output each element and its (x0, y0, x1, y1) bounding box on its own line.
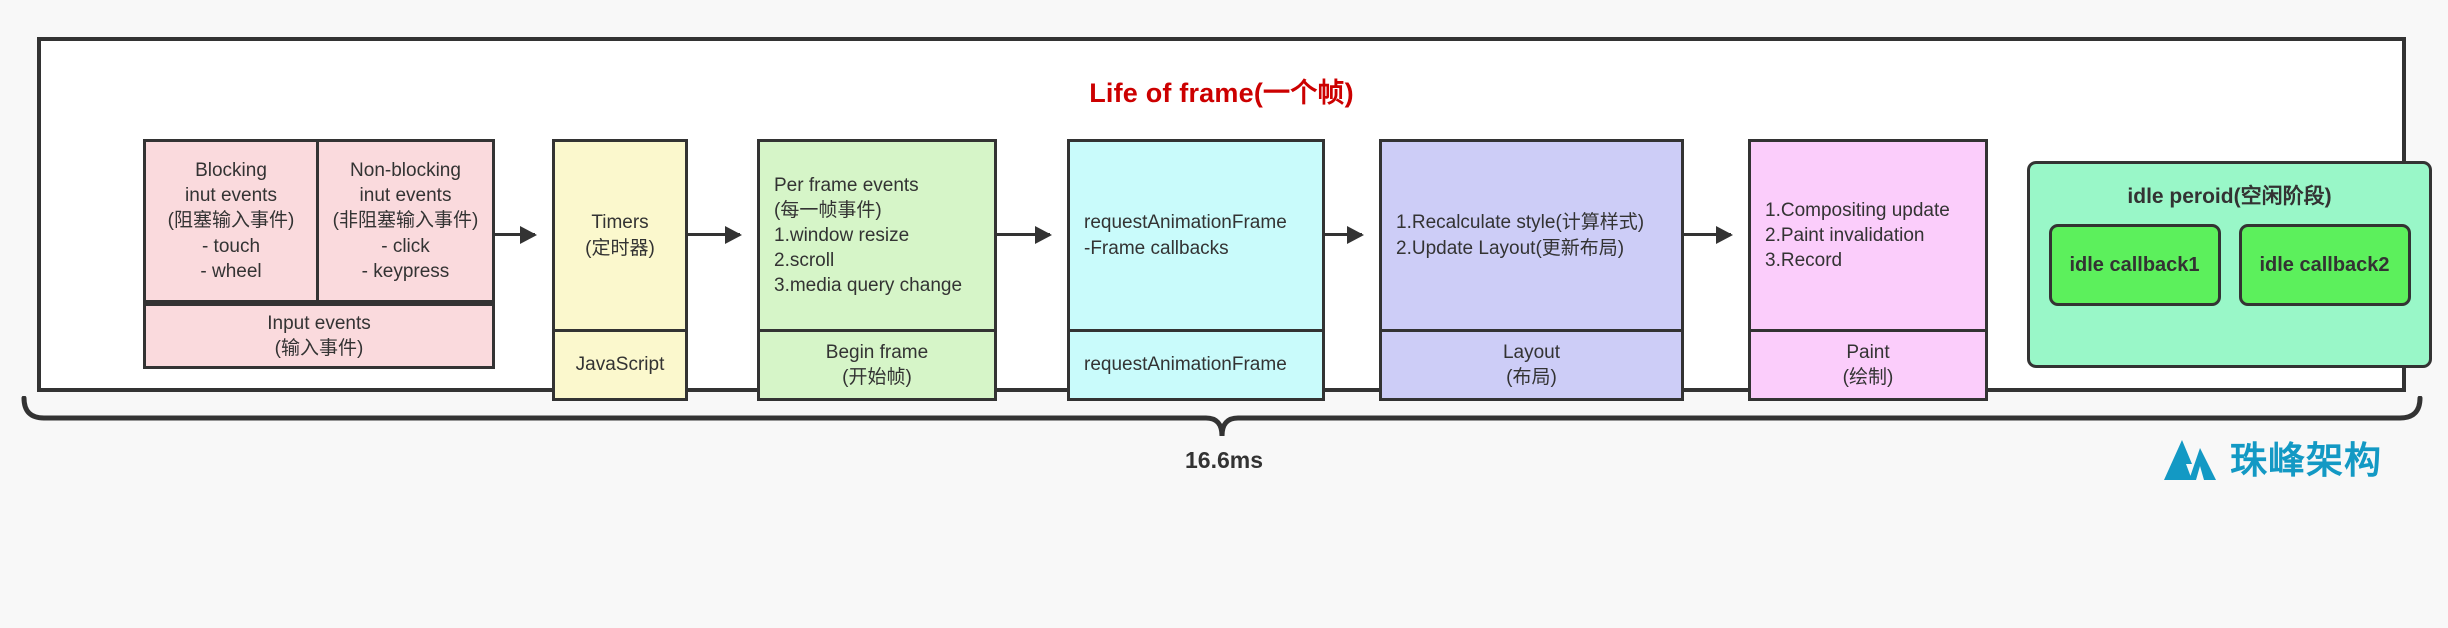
begin-frame-label: Begin frame (开始帧) (825, 341, 929, 388)
page-title: Life of frame(一个帧) (1089, 78, 1354, 108)
stage-request-animation-frame[interactable]: requestAnimationFrame -Frame callbacks r… (1067, 139, 1325, 401)
paint-footer-cell: Paint (绘制) (1751, 332, 1985, 398)
stage-idle-period[interactable]: idle peroid(空闲阶段) idle callback1 idle ca… (2027, 161, 2432, 368)
layout-top-cell: 1.Recalculate style(计算样式) 2.Update Layou… (1382, 142, 1681, 329)
paint-top-cell: 1.Compositing update 2.Paint invalidatio… (1751, 142, 1985, 329)
stage-paint[interactable]: 1.Compositing update 2.Paint invalidatio… (1748, 139, 1988, 401)
blocking-input-events-label: Blocking inut events (阻塞输入事件) - touch - … (167, 160, 295, 282)
timers-footer-label: JavaScript (575, 354, 665, 376)
timers-footer-cell: JavaScript (555, 332, 685, 398)
idle-callback-2[interactable]: idle callback2 (2238, 224, 2411, 306)
raf-divider (1070, 329, 1322, 332)
paint-steps-label: 1.Compositing update 2.Paint invalidatio… (1765, 199, 1950, 272)
non-blocking-input-events-cell: Non-blocking inut events (非阻塞输入事件) - cli… (319, 142, 492, 300)
input-events-top: Blocking inut events (阻塞输入事件) - touch - … (146, 142, 492, 300)
arrow-input-to-timers (495, 225, 537, 244)
idle-period-title: idle peroid(空闲阶段) (2127, 185, 2332, 208)
layout-divider (1382, 329, 1681, 332)
input-events-footer-label: Input events (输入事件) (267, 312, 371, 359)
arrow-layout-to-paint (1684, 225, 1733, 244)
arrow-timers-to-per-frame-events (688, 225, 742, 244)
idle-callback-list: idle callback1 idle callback2 (2030, 224, 2429, 306)
raf-footer-label: requestAnimationFrame (1084, 354, 1287, 376)
frame-duration-label: 16.6ms (1184, 447, 1263, 473)
layout-footer-cell: Layout (布局) (1382, 332, 1681, 398)
frame-duration-brace (20, 396, 2424, 452)
stage-input-events-footer[interactable]: Input events (输入事件) (143, 303, 495, 369)
timers-label: Timers (定时器) (585, 212, 655, 259)
brace-icon (21, 396, 2423, 437)
per-frame-events-divider (760, 329, 994, 332)
timers-divider (555, 329, 685, 332)
frame-container: Life of frame(一个帧) Blocking inut events … (37, 37, 2432, 401)
blocking-input-events-cell: Blocking inut events (阻塞输入事件) - touch - … (146, 142, 319, 300)
stage-timers[interactable]: Timers (定时器) JavaScript (552, 139, 688, 401)
raf-footer-cell: requestAnimationFrame (1070, 332, 1322, 398)
arrow-raf-to-layout (1325, 225, 1364, 244)
idle-callback-2-label: idle callback2 (2259, 253, 2390, 276)
arrow-per-frame-events-to-raf (997, 225, 1052, 244)
stage-layout[interactable]: 1.Recalculate style(计算样式) 2.Update Layou… (1379, 139, 1684, 401)
idle-callback-1-label: idle callback1 (2069, 253, 2200, 276)
begin-frame-cell: Begin frame (开始帧) (760, 332, 994, 398)
raf-callbacks-label: requestAnimationFrame -Frame callbacks (1084, 212, 1287, 259)
layout-steps-label: 1.Recalculate style(计算样式) 2.Update Layou… (1396, 212, 1645, 259)
brand-logo-text: 珠峰架构 (2230, 439, 2382, 481)
mountain-icon (2164, 440, 2216, 480)
idle-callback-1[interactable]: idle callback1 (2048, 224, 2221, 306)
per-frame-events-label: Per frame events (每一帧事件) 1.window resize… (774, 174, 963, 297)
input-events-footer-cell: Input events (输入事件) (146, 306, 492, 366)
per-frame-events-top-cell: Per frame events (每一帧事件) 1.window resize… (760, 142, 994, 329)
stage-input-events[interactable]: Blocking inut events (阻塞输入事件) - touch - … (143, 139, 495, 303)
layout-footer-label: Layout (布局) (1502, 341, 1561, 388)
paint-divider (1751, 329, 1985, 332)
paint-footer-label: Paint (绘制) (1842, 341, 1894, 388)
brand-logo: 珠峰架构 (2162, 434, 2382, 486)
non-blocking-input-events-label: Non-blocking inut events (非阻塞输入事件) - cli… (332, 160, 479, 282)
stage-per-frame-events[interactable]: Per frame events (每一帧事件) 1.window resize… (757, 139, 997, 401)
raf-top-cell: requestAnimationFrame -Frame callbacks (1070, 142, 1322, 329)
timers-top-cell: Timers (定时器) (555, 142, 685, 329)
